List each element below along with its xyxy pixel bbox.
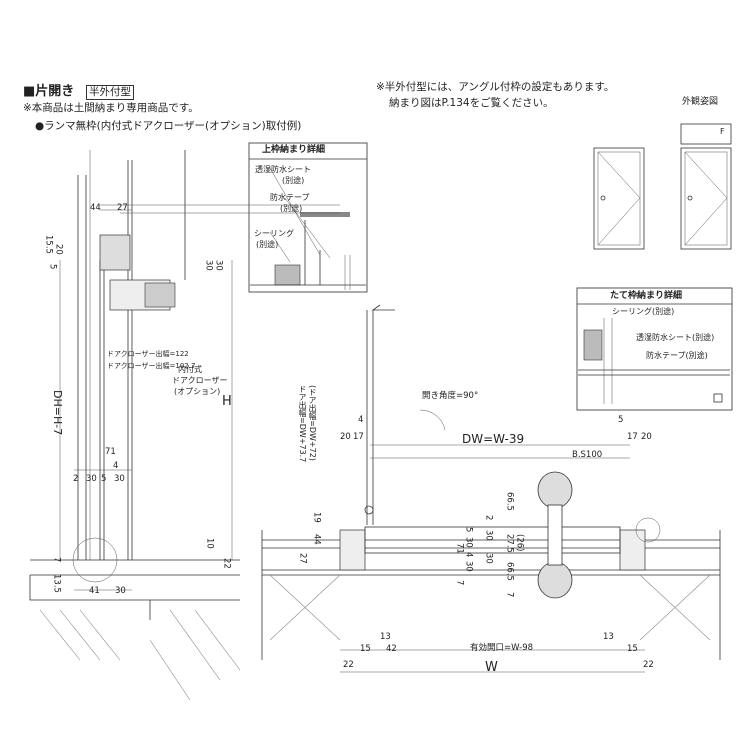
top-label-5: (別途) (256, 240, 279, 249)
plan-dim-66-5a: 66.5 (504, 492, 515, 511)
plan-dim-7c: 7 (454, 580, 465, 586)
closer-label-0: ドアクローザー出幅=122 (107, 350, 189, 358)
open-angle-label: 開き角度=90° (422, 391, 479, 401)
plan-dim-30g: 30 (483, 553, 494, 564)
dw-label: DW=W-39 (462, 432, 525, 446)
door-width-label-1: ドア出幅=DW+73.7 (298, 385, 307, 463)
plan-dim-26: (26) (514, 534, 525, 552)
elevation-title: 外観姿図 (682, 97, 719, 107)
note-closer: ●ランマ無枠(内付式ドアクローザー(オプション)取付例) (35, 120, 302, 132)
elevation-doors (593, 123, 732, 250)
top-label-0: 透湿防水シート (255, 165, 311, 174)
plan-dim-2: 2 (483, 515, 494, 521)
plan-section (261, 304, 721, 673)
side-detail-title: たて枠納まり詳細 (610, 291, 683, 301)
plan-dim-22a: 22 (343, 660, 354, 670)
dim-44: 44 (90, 203, 101, 213)
plan-dim-20: 20 (340, 432, 351, 442)
plan-dim-30h: 30 (463, 537, 474, 548)
dim-5b: 5 (101, 474, 107, 484)
plan-dim-66-5b: 66.5 (504, 562, 515, 581)
side-label-1: 透湿防水シート(別途) (636, 333, 715, 342)
plan-dim-44: 44 (311, 534, 322, 545)
plan-dim-19: 19 (311, 512, 322, 523)
right-note-1: ※半外付型には、アングル付枠の設定もあります。 (376, 81, 615, 93)
door-width-label-2: (ドア出幅=DW+72) (308, 385, 317, 461)
dim-30b: 30 (213, 260, 224, 271)
dim-30c: 30 (86, 474, 97, 484)
plan-dim-27: 27 (297, 553, 308, 564)
fix-label: F (720, 127, 725, 136)
plan-dim-30f: 30 (483, 530, 494, 541)
plan-dim-27-5: 27.5 (504, 534, 515, 553)
right-note-2: 納まり図はP.134をご覧ください。 (389, 97, 554, 109)
plan-dim-30i: 30 (463, 561, 474, 572)
side-detail-box (576, 287, 733, 411)
dim-71: 71 (105, 447, 116, 457)
type-badge: 半外付型 (86, 85, 134, 100)
plan-dim-4b: 4 (463, 552, 474, 558)
top-label-1: (別途) (282, 176, 305, 185)
dh-label: DH=H-7 (51, 390, 64, 436)
dim-30e: 30 (115, 586, 126, 596)
top-detail-box (248, 142, 368, 293)
closer-note-1: ドアクローザー (172, 376, 228, 385)
plan-dim-71: 71 (454, 543, 465, 554)
dim-20: 20 (53, 244, 64, 255)
plan-dim-13a: 13 (380, 632, 391, 642)
dim-22: 22 (221, 558, 232, 569)
dim-15-5: 15.5 (43, 235, 54, 254)
dim-30a: 30 (203, 260, 214, 271)
plan-dim-5c: 5 (463, 527, 474, 533)
plan-dim-17: 17 (353, 432, 364, 442)
vertical-section (29, 150, 340, 701)
top-label-4: シーリング (254, 229, 294, 238)
top-detail-title: 上枠納まり詳細 (262, 145, 326, 155)
top-label-2: 防水テープ (270, 193, 310, 202)
dim-10: 10 (204, 538, 215, 549)
side-label-0: シーリング(別途) (612, 307, 675, 316)
dim-27: 27 (117, 203, 128, 213)
plan-dim-15b: 15 (627, 644, 638, 654)
dim-7: 7 (51, 557, 62, 563)
dim-4: 4 (113, 461, 119, 471)
top-label-3: (別途) (280, 204, 303, 213)
plan-dim-17b: 17 (627, 432, 638, 442)
effective-label: 有効開口=W-98 (470, 643, 534, 653)
dim-41: 41 (89, 586, 100, 596)
dim-2: 2 (73, 474, 79, 484)
plan-dim-15a: 15 (360, 644, 371, 654)
plan-dim-42: 42 (386, 644, 397, 654)
plan-dim-20b: 20 (641, 432, 652, 442)
h-label: H (222, 394, 232, 409)
closer-note-0: 内付式 (178, 365, 202, 374)
dim-13-5: 13.5 (51, 574, 62, 593)
plan-dim-5: 5 (618, 415, 624, 425)
plan-dim-4: 4 (358, 415, 364, 425)
dim-5: 5 (47, 264, 58, 270)
dim-30d: 30 (114, 474, 125, 484)
closer-label-1: ドアクローザー出幅=102.7 (107, 362, 196, 370)
closer-note-2: (オプション) (174, 387, 221, 396)
w-label: W (485, 660, 498, 675)
plan-dim-7b: 7 (504, 592, 515, 598)
page-title: ■片開き (23, 84, 75, 99)
note-doma: ※本商品は土間納まり専用商品です。 (23, 102, 199, 114)
side-label-2: 防水テープ(別途) (646, 351, 708, 360)
bs-label: B.S100 (572, 450, 603, 460)
plan-dim-22b: 22 (643, 660, 654, 670)
plan-dim-13b: 13 (603, 632, 614, 642)
